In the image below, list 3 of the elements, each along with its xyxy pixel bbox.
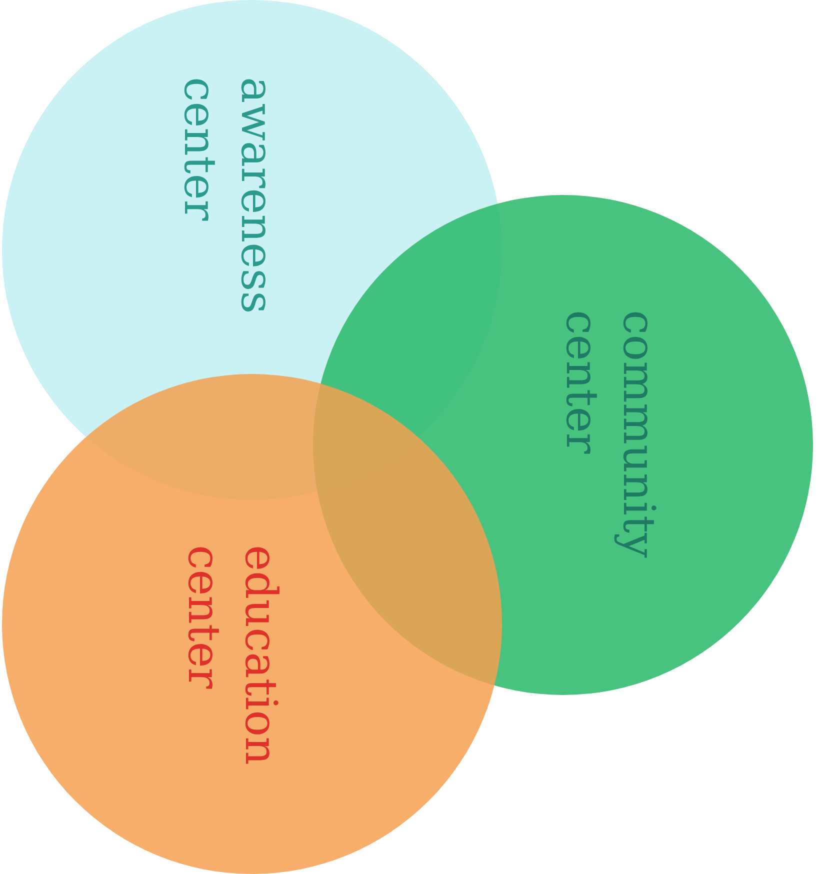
circle-label: awareness center	[173, 77, 284, 316]
circle-label: education center	[177, 545, 288, 767]
circle-label: community center	[555, 310, 666, 560]
